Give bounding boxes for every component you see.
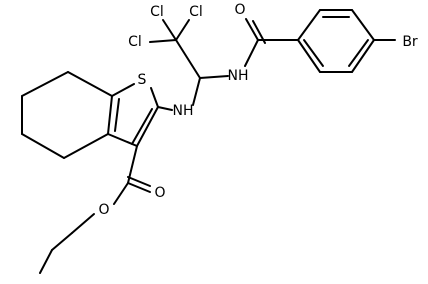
thiophene-ring — [107, 83, 159, 147]
bromine-label: Br — [402, 34, 418, 50]
amide-group — [199, 18, 299, 79]
bromophenyl-ring — [297, 9, 396, 73]
ester-carbonyl-oxygen-label: O — [154, 185, 165, 201]
cyclohexane-ring — [21, 71, 113, 159]
sulfur-atom-label: S — [138, 72, 147, 88]
chlorine-label-top-right: Cl — [189, 4, 203, 20]
ester-oxygen-label: O — [98, 202, 109, 218]
amide-nh-label: NH — [228, 68, 249, 84]
chlorine-label-left: Cl — [128, 34, 142, 50]
trichloromethyl-group — [149, 19, 201, 79]
amide-oxygen-label: O — [234, 2, 245, 18]
amine-linker — [157, 77, 201, 111]
amine-nh-label: NH — [173, 103, 194, 119]
chlorine-label-top-left: Cl — [150, 4, 164, 20]
ethyl-ester-group — [39, 145, 151, 274]
